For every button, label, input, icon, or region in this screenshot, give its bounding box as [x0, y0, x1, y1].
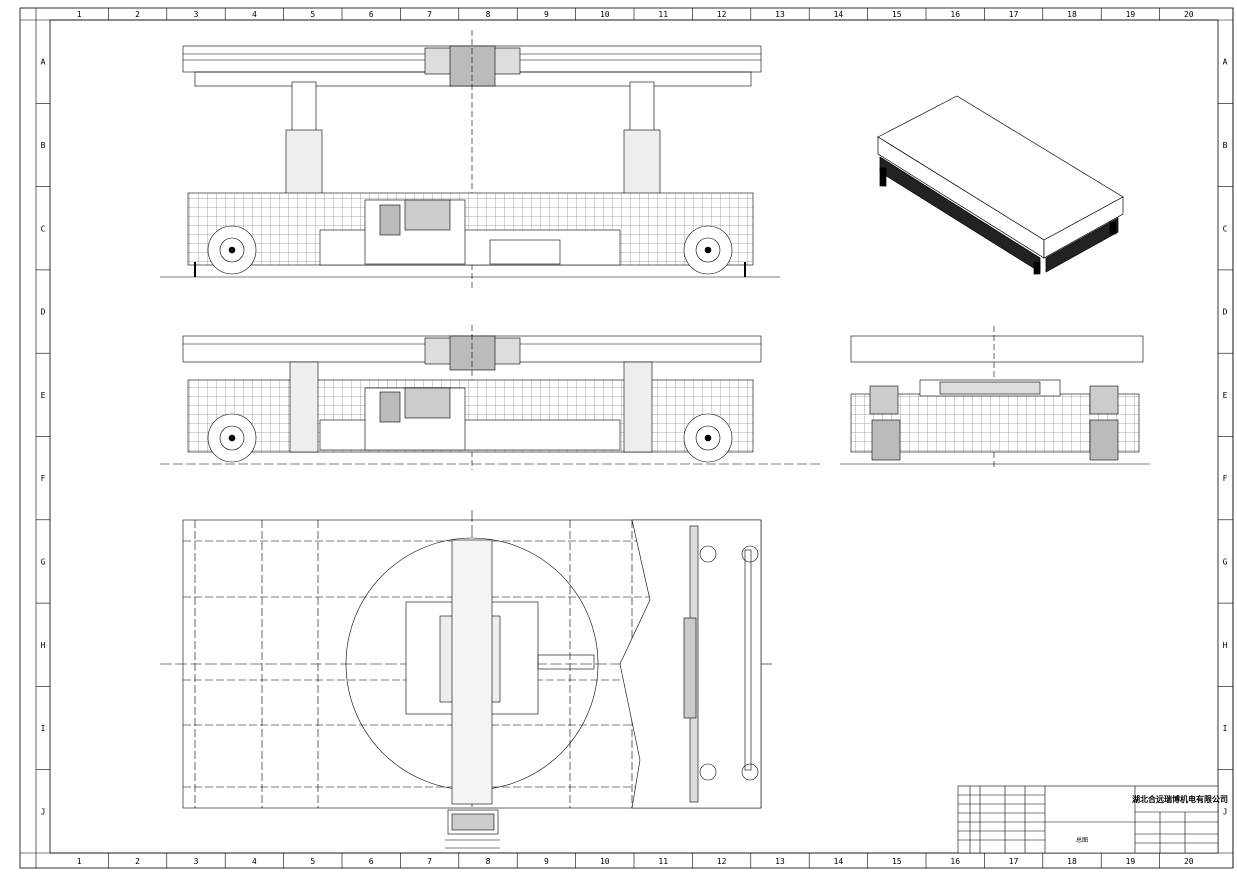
column-zone-label: 3 — [194, 10, 199, 19]
lift-cart-front-elevation-drawing — [160, 30, 780, 290]
column-zone-label: 11 — [658, 857, 668, 866]
column-zone-label: 19 — [1126, 10, 1136, 19]
column-zone-label: 10 — [600, 857, 610, 866]
column-zone-label: 2 — [135, 857, 140, 866]
column-zone-label: 20 — [1184, 10, 1194, 19]
row-zone-label: C — [1223, 224, 1228, 233]
row-zone-label: D — [1223, 308, 1228, 317]
lift-cart-lowered-elevation-drawing — [160, 325, 820, 470]
column-zone-label: 14 — [834, 10, 844, 19]
company-name: 湖北合远瑞博机电有限公司 — [1132, 794, 1228, 804]
column-zone-label: 18 — [1067, 10, 1077, 19]
column-zone-label: 8 — [486, 857, 491, 866]
row-zone-label: B — [1223, 141, 1228, 150]
column-zone-label: 20 — [1184, 857, 1194, 866]
column-zone-label: 17 — [1009, 857, 1019, 866]
column-zone-label: 13 — [775, 857, 785, 866]
column-zone-label: 1 — [77, 10, 82, 19]
row-zone-label: A — [1223, 58, 1228, 67]
column-zone-label: 11 — [658, 10, 668, 19]
row-zone-label: I — [41, 724, 46, 733]
column-zone-label: 9 — [544, 857, 549, 866]
row-zone-labels-left: A B C D E F G H I J — [36, 58, 50, 816]
column-zone-label: 6 — [369, 857, 374, 866]
column-zone-label: 7 — [427, 10, 432, 19]
column-zone-label: 17 — [1009, 10, 1019, 19]
row-zone-label: D — [41, 308, 46, 317]
column-zone-label: 16 — [950, 857, 960, 866]
row-zone-label: F — [1223, 474, 1228, 483]
lift-cart-plan-view-drawing — [160, 510, 775, 812]
column-zone-label: 15 — [892, 857, 902, 866]
column-zone-label: 8 — [486, 10, 491, 19]
column-zone-label: 1 — [77, 857, 82, 866]
control-panel-detail-drawing — [445, 809, 500, 849]
column-zone-label: 14 — [834, 857, 844, 866]
column-zone-label: 12 — [717, 857, 727, 866]
row-zone-labels-right: A B C D E F G H I J — [1218, 58, 1233, 816]
row-zone-label: F — [41, 474, 46, 483]
title-block — [957, 785, 1219, 854]
column-zone-label: 6 — [369, 10, 374, 19]
row-zone-label: H — [41, 641, 46, 650]
drawing-name: 总图 — [1076, 836, 1088, 844]
column-zone-label: 19 — [1126, 857, 1136, 866]
row-zone-label: G — [1223, 557, 1228, 566]
column-zone-label: 15 — [892, 10, 902, 19]
column-zone-label: 3 — [194, 857, 199, 866]
column-zone-label: 10 — [600, 10, 610, 19]
column-zone-label: 5 — [310, 857, 315, 866]
row-zone-label: B — [41, 141, 46, 150]
column-zone-label: 12 — [717, 10, 727, 19]
row-zone-label: J — [41, 807, 46, 816]
row-zone-label: A — [41, 58, 46, 67]
column-zone-label: 18 — [1067, 857, 1077, 866]
column-zone-label: 16 — [950, 10, 960, 19]
lift-cart-side-elevation-drawing — [840, 326, 1150, 470]
row-zone-label: C — [41, 224, 46, 233]
column-zone-label: 5 — [310, 10, 315, 19]
row-zone-label: I — [1223, 724, 1228, 733]
column-zone-label: 13 — [775, 10, 785, 19]
column-zone-label: 4 — [252, 857, 257, 866]
row-zone-label: H — [1223, 641, 1228, 650]
row-zone-label: G — [41, 557, 46, 566]
column-zone-label: 4 — [252, 10, 257, 19]
column-zone-label: 9 — [544, 10, 549, 19]
lift-cart-isometric-drawing — [877, 95, 1124, 275]
column-zone-label: 7 — [427, 857, 432, 866]
column-zone-label: 2 — [135, 10, 140, 19]
row-zone-label: E — [41, 391, 46, 400]
row-zone-label: J — [1223, 807, 1228, 816]
row-zone-label: E — [1223, 391, 1228, 400]
